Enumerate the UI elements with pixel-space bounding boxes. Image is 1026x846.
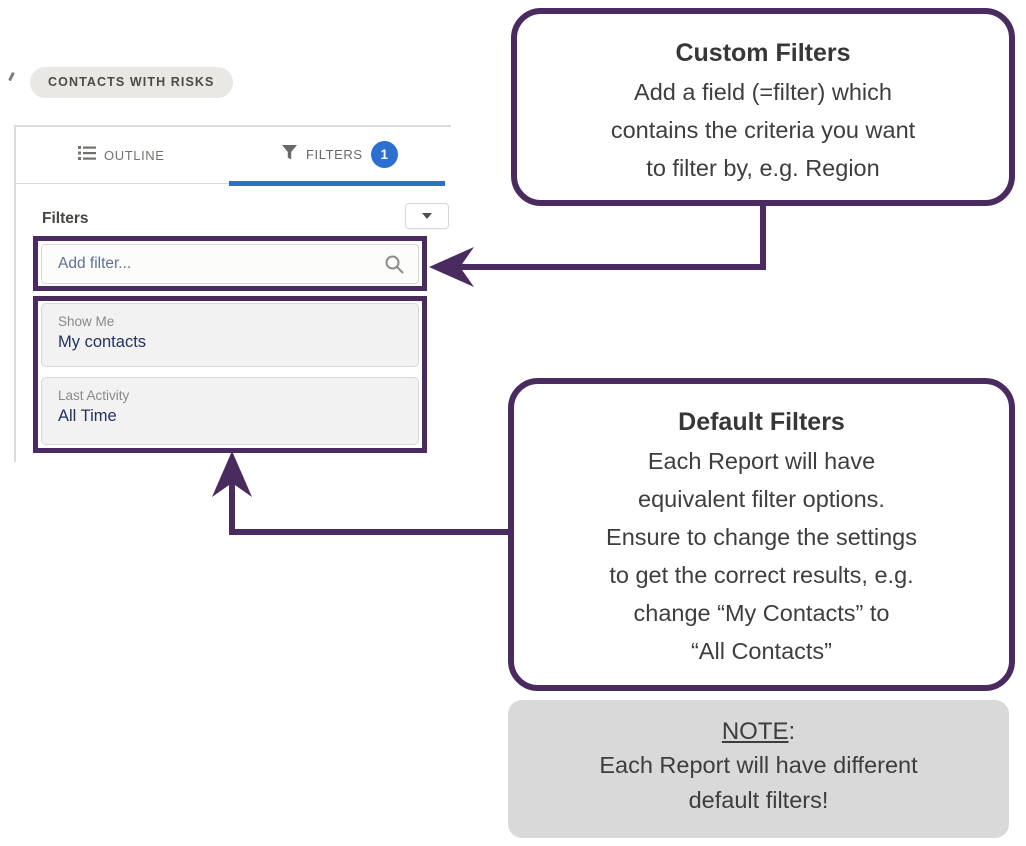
active-tab-underline	[229, 181, 445, 186]
custom-filters-arrow	[429, 206, 766, 287]
custom-filter-highlight-frame	[33, 236, 427, 291]
tab-outline-label: OUTLINE	[104, 148, 165, 163]
panel-left-border	[14, 125, 16, 462]
report-name-pill: CONTACTS WITH RISKS	[30, 67, 233, 98]
default-filters-highlight-frame	[33, 296, 427, 453]
tab-filters-label: FILTERS	[306, 147, 363, 162]
tab-outline[interactable]: OUTLINE	[78, 145, 165, 166]
filter-value: My contacts	[58, 333, 147, 351]
callout-custom-title: Custom Filters	[675, 39, 851, 67]
callout-default-filters: Default Filters Each Report will have eq…	[508, 378, 1015, 691]
add-filter-input[interactable]	[41, 244, 419, 284]
funnel-icon	[281, 144, 298, 166]
callout-custom-filters: Custom Filters Add a field (=filter) whi…	[511, 8, 1015, 206]
filter-item-show-me[interactable]: Show Me My contacts	[41, 303, 419, 367]
callout-default-body: Each Report will have equivalent filter …	[606, 448, 917, 664]
breadcrumb-tick	[8, 71, 15, 82]
default-filters-arrow	[212, 451, 508, 535]
callout-custom-body: Add a field (=filter) which contains the…	[610, 79, 916, 181]
filter-item-last-activity[interactable]: Last Activity All Time	[41, 377, 419, 445]
filters-count-badge: 1	[370, 141, 398, 168]
filter-value: All Time	[58, 407, 117, 425]
panel-top-border	[14, 125, 451, 127]
filters-heading: Filters	[42, 210, 89, 227]
note-box: NOTE: Each Report will have different de…	[508, 700, 1009, 838]
note-title: NOTE:	[721, 718, 796, 745]
search-icon[interactable]	[385, 255, 404, 274]
filters-menu-button[interactable]	[405, 203, 449, 229]
tab-divider-line	[14, 183, 229, 184]
list-icon	[78, 145, 96, 166]
tab-filters[interactable]: FILTERS 1	[281, 141, 398, 168]
callout-default-title: Default Filters	[678, 408, 845, 436]
filter-label: Show Me	[58, 314, 115, 329]
note-body: Each Report will have different default …	[599, 752, 918, 813]
chevron-down-icon	[422, 213, 432, 219]
filter-label: Last Activity	[58, 388, 130, 403]
